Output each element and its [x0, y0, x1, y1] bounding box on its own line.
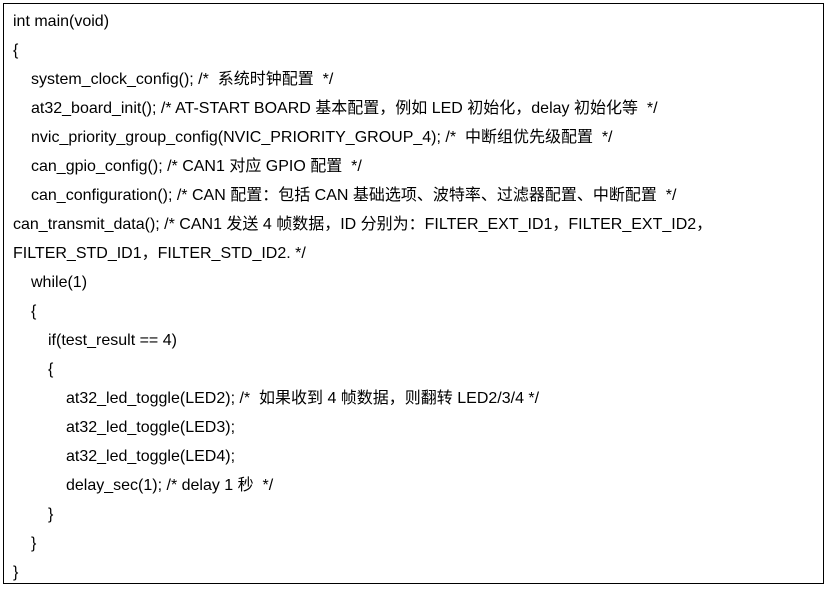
code-line-open-brace-if: {: [48, 361, 54, 378]
code-line-can-transmit-data: can_transmit_data(); /* CAN1 发送 4 帧数据，ID…: [13, 216, 713, 233]
code-listing-box: int main(void) { system_clock_config(); …: [3, 3, 824, 584]
code-line-if-test-result: if(test_result == 4): [48, 332, 177, 349]
code-line-board-init: at32_board_init(); /* AT-START BOARD 基本配…: [31, 100, 658, 117]
code-line-close-brace-main: }: [13, 564, 19, 581]
code-line-can-configuration: can_configuration(); /* CAN 配置：包括 CAN 基础…: [31, 187, 677, 204]
code-line-system-clock-config: system_clock_config(); /* 系统时钟配置 */: [31, 71, 334, 88]
code-line-led3-toggle: at32_led_toggle(LED3);: [66, 419, 236, 436]
code-line-delay-sec: delay_sec(1); /* delay 1 秒 */: [66, 477, 274, 494]
code-line-close-brace-while: }: [31, 535, 37, 552]
code-line-open-brace-main: {: [13, 42, 19, 59]
code-line-led4-toggle: at32_led_toggle(LED4);: [66, 448, 236, 465]
code-line-main-signature: int main(void): [13, 13, 110, 30]
code-line-while-loop: while(1): [31, 274, 88, 291]
code-line-can-transmit-data-cont: FILTER_STD_ID1，FILTER_STD_ID2. */: [13, 245, 306, 262]
code-line-open-brace-while: {: [31, 303, 37, 320]
code-line-led2-toggle: at32_led_toggle(LED2); /* 如果收到 4 帧数据，则翻转…: [66, 390, 540, 407]
code-line-nvic-priority: nvic_priority_group_config(NVIC_PRIORITY…: [31, 129, 613, 146]
code-line-close-brace-if: }: [48, 506, 54, 523]
code-line-can-gpio-config: can_gpio_config(); /* CAN1 对应 GPIO 配置 */: [31, 158, 362, 175]
